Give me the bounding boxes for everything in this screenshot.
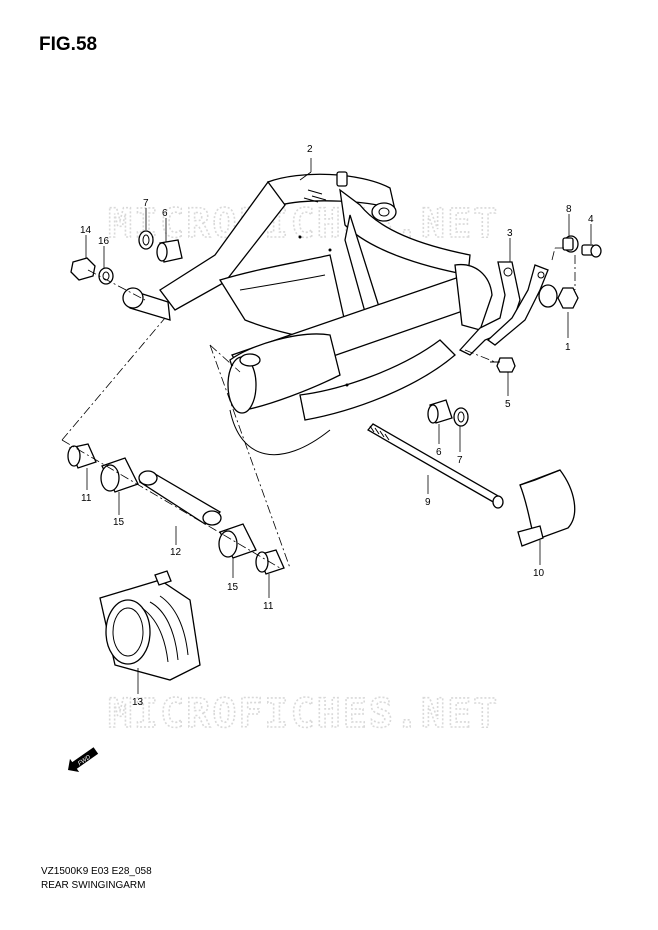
part-1-nut: [538, 284, 579, 309]
part-15-bearing-bottom: [218, 523, 257, 559]
leader-lines: [85, 158, 592, 694]
diagram-code: VZ1500K9 E03 E28_058: [41, 866, 152, 877]
part-11-collar-bottom: [255, 549, 285, 575]
callout-1: 1: [565, 342, 571, 353]
part-6-bearing-left: [156, 239, 183, 263]
part-7-seal-right: [453, 407, 469, 427]
callout-14: 14: [80, 225, 92, 236]
fwd-arrow-icon: FWD: [68, 747, 99, 772]
callout-4: 4: [588, 214, 594, 225]
part-16-washer: [98, 267, 114, 285]
part-10-cover: [517, 469, 576, 547]
callout-16: 16: [98, 236, 110, 247]
callout-11-top: 11: [81, 493, 92, 504]
callout-6-top: 6: [162, 208, 168, 219]
part-14-nut: [70, 257, 96, 281]
callout-12: 12: [170, 547, 182, 558]
figure-title: FIG.58: [39, 34, 98, 55]
watermark-top: MICROFICHES.NET: [108, 201, 499, 247]
callout-7-bottom: 7: [457, 455, 463, 466]
part-5-bolt: [490, 357, 516, 373]
part-7-seal-left: [138, 230, 154, 250]
callout-2: 2: [307, 144, 313, 155]
callout-8: 8: [566, 204, 572, 215]
callout-3: 3: [507, 228, 513, 239]
callout-10: 10: [533, 568, 545, 579]
callout-9: 9: [425, 497, 431, 508]
callout-15-top: 15: [113, 517, 125, 528]
part-4-bolt: [581, 244, 602, 258]
watermark-bottom: MICROFICHES.NET: [108, 691, 499, 737]
callout-11-bottom: 11: [263, 601, 274, 612]
swingarm-frame: [122, 171, 493, 456]
callout-15-bottom: 15: [227, 582, 239, 593]
callout-7-top: 7: [143, 198, 149, 209]
part-12-spacer: [138, 470, 222, 526]
callout-13: 13: [132, 697, 144, 708]
brake-bracket: [458, 261, 549, 356]
part-11-collar-top: [67, 443, 97, 469]
part-13-boot: [99, 570, 201, 681]
part-15-bearing-top: [100, 457, 139, 493]
part-8-bushing: [562, 235, 579, 253]
part-6-bearing-right: [427, 399, 453, 424]
diagram-name: REAR SWINGINGARM: [41, 880, 146, 891]
callout-6-bottom: 6: [436, 447, 442, 458]
part-9-pivot-shaft: [367, 423, 504, 509]
callout-5: 5: [505, 399, 511, 410]
